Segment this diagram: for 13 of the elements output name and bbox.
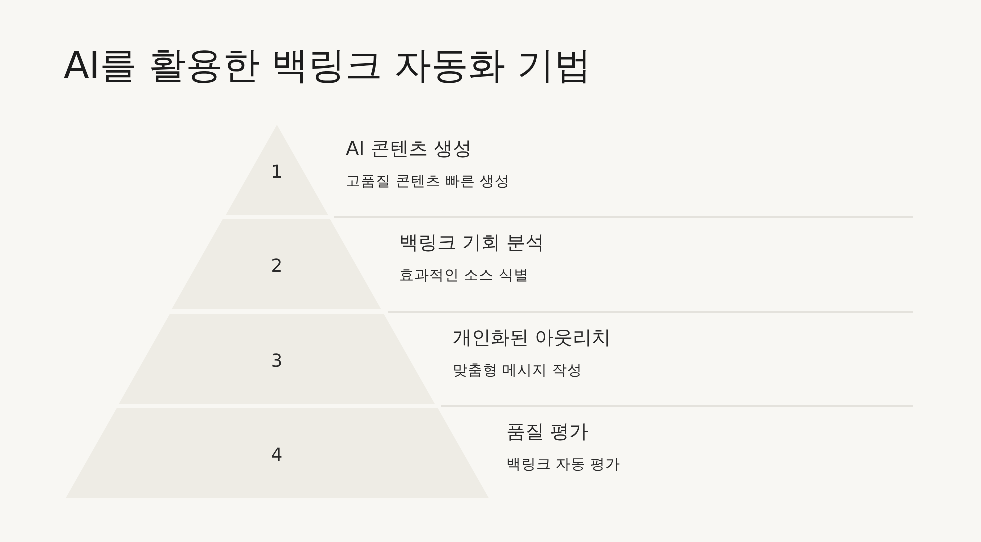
level-heading: 백링크 기회 분석 <box>400 231 545 256</box>
level-description: 백링크 자동 평가 <box>506 456 621 475</box>
level-number: 2 <box>271 256 283 278</box>
level-description: 효과적인 소스 식별 <box>400 267 529 286</box>
level-heading: 개인화된 아웃리치 <box>453 326 612 350</box>
level-description: 고품질 콘텐츠 빠른 생성 <box>346 173 510 192</box>
level-heading: AI 콘텐츠 생성 <box>346 137 472 161</box>
level-number: 4 <box>271 444 283 467</box>
level-heading: 품질 평가 <box>506 420 589 444</box>
level-number: 3 <box>271 350 283 373</box>
level-number: 1 <box>271 162 283 184</box>
level-description: 맞춤형 메시지 작성 <box>453 362 582 380</box>
title: AI를 활용한 백링크 자동화 기법 <box>64 43 592 89</box>
